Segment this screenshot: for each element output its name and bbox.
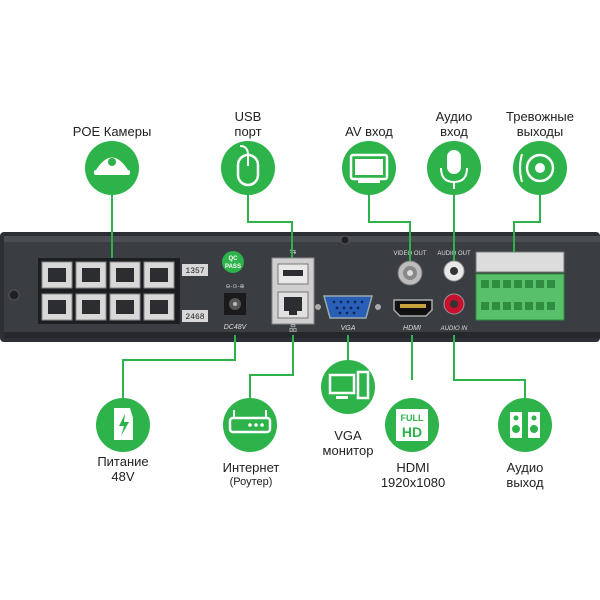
- dc-label: DC48V: [224, 324, 248, 331]
- alarm-terminal-block: [475, 251, 565, 321]
- microphone-icon: [427, 141, 481, 195]
- label-hdmi: HDMI 1920x1080: [380, 460, 446, 490]
- desktop-pc-icon: [321, 360, 375, 414]
- speakers-icon: [498, 398, 552, 452]
- leader-lines: [111, 192, 541, 398]
- ports-top-label: 1357: [185, 267, 204, 276]
- label-power: Питание 48V: [97, 454, 149, 484]
- full-hd-icon: FULL HD: [385, 398, 439, 452]
- poe-port-block: 1357 2468: [38, 258, 208, 324]
- svg-text:PASS: PASS: [225, 264, 241, 270]
- screw: [8, 289, 20, 301]
- dome-camera-icon: [85, 141, 139, 195]
- label-usb-port: USB порт: [234, 109, 262, 139]
- vga-port: VGA: [315, 295, 381, 332]
- svg-text:品: 品: [289, 324, 297, 333]
- label-av-input: AV вход: [345, 124, 393, 139]
- svg-text:FULL: FULL: [401, 413, 424, 423]
- vga-port-label: VGA: [341, 325, 356, 332]
- svg-text:AUDIO IN: AUDIO IN: [440, 326, 468, 332]
- siren-icon: [513, 141, 567, 195]
- monitor-icon: [342, 141, 396, 195]
- label-poe-cameras: POE Камеры: [72, 124, 152, 139]
- svg-text:⇆: ⇆: [290, 247, 297, 256]
- svg-text:QC: QC: [229, 256, 239, 262]
- label-alarm-outputs: Тревожные выходы: [506, 109, 574, 139]
- mouse-icon: [221, 141, 275, 195]
- label-audio-input: Аудио вход: [435, 109, 473, 139]
- svg-text:⊖-⊙-⊕: ⊖-⊙-⊕: [225, 284, 244, 290]
- label-vga-monitor: VGA монитор: [322, 428, 374, 458]
- label-audio-output: Аудио выход: [506, 460, 544, 490]
- hdmi-port: HDMI: [393, 299, 433, 332]
- dc-power-jack: ⊖-⊙-⊕ DC48V: [224, 284, 248, 331]
- svg-text:HD: HD: [402, 424, 422, 440]
- router-icon: [223, 398, 277, 452]
- screw: [340, 235, 350, 245]
- qc-pass-sticker: QC PASS: [222, 251, 244, 273]
- ports-bottom-label: 2468: [185, 313, 204, 322]
- hdmi-port-label: HDMI: [403, 325, 421, 332]
- usb-lan-block: ⇆ 品: [271, 247, 315, 333]
- label-internet: Интернет (Роутер): [222, 460, 280, 488]
- power-plug-icon: [96, 398, 150, 452]
